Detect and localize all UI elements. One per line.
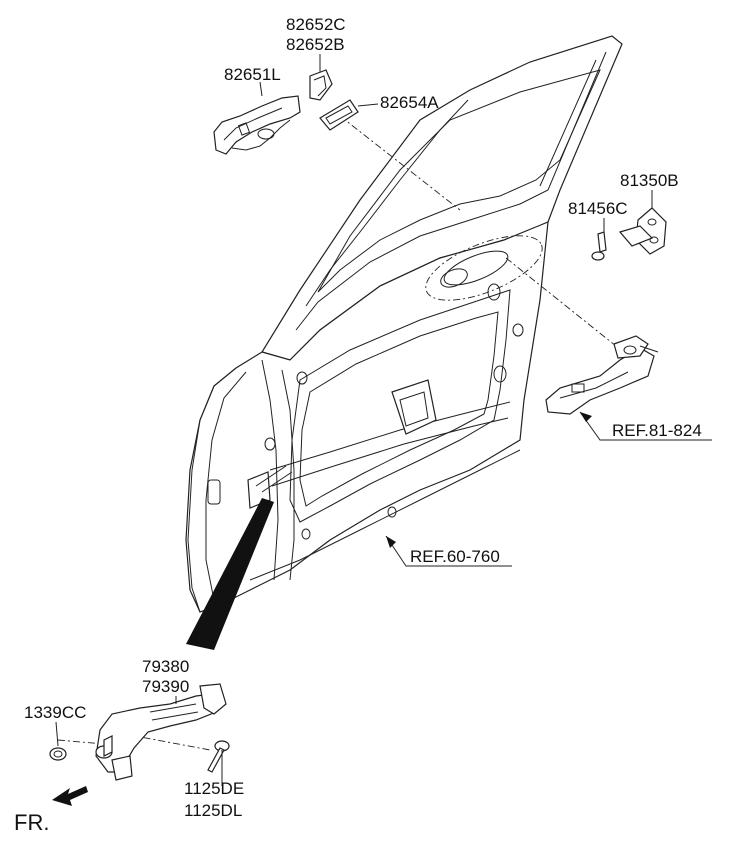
striker-part	[618, 207, 667, 255]
label-81456c: 81456C	[568, 199, 628, 218]
label-82652c: 82652C	[286, 15, 346, 34]
label-1339cc: 1339CC	[24, 703, 86, 722]
label-81350b: 81350B	[620, 171, 679, 190]
outside-handle-part	[213, 95, 301, 155]
nut-part	[49, 747, 67, 761]
label-ref-60-760: REF.60-760	[410, 547, 500, 566]
door-checker-part	[95, 683, 227, 781]
label-ref-81-824: REF.81-824	[612, 421, 702, 440]
door-shell	[185, 35, 623, 613]
label-1125de: 1125DE	[184, 779, 244, 798]
leader-lines	[55, 54, 712, 786]
check-link-leader-band	[186, 498, 274, 650]
screw-part	[591, 231, 607, 261]
ref81824-arrowhead	[580, 412, 592, 422]
fr-arrow-icon	[52, 786, 88, 806]
latch-assembly-part	[545, 335, 659, 415]
label-82654a: 82654A	[380, 93, 439, 112]
label-82652b: 82652B	[286, 35, 345, 54]
handle-cap-part	[309, 69, 333, 101]
gasket-part	[319, 99, 359, 131]
label-1125dl: 1125DL	[184, 801, 242, 820]
label-82651l: 82651L	[224, 65, 281, 84]
ref60760-arrowhead	[386, 536, 396, 548]
bolt-part	[207, 740, 230, 773]
label-79390: 79390	[142, 677, 189, 696]
label-79380: 79380	[142, 657, 189, 676]
label-fr: FR.	[14, 810, 49, 835]
